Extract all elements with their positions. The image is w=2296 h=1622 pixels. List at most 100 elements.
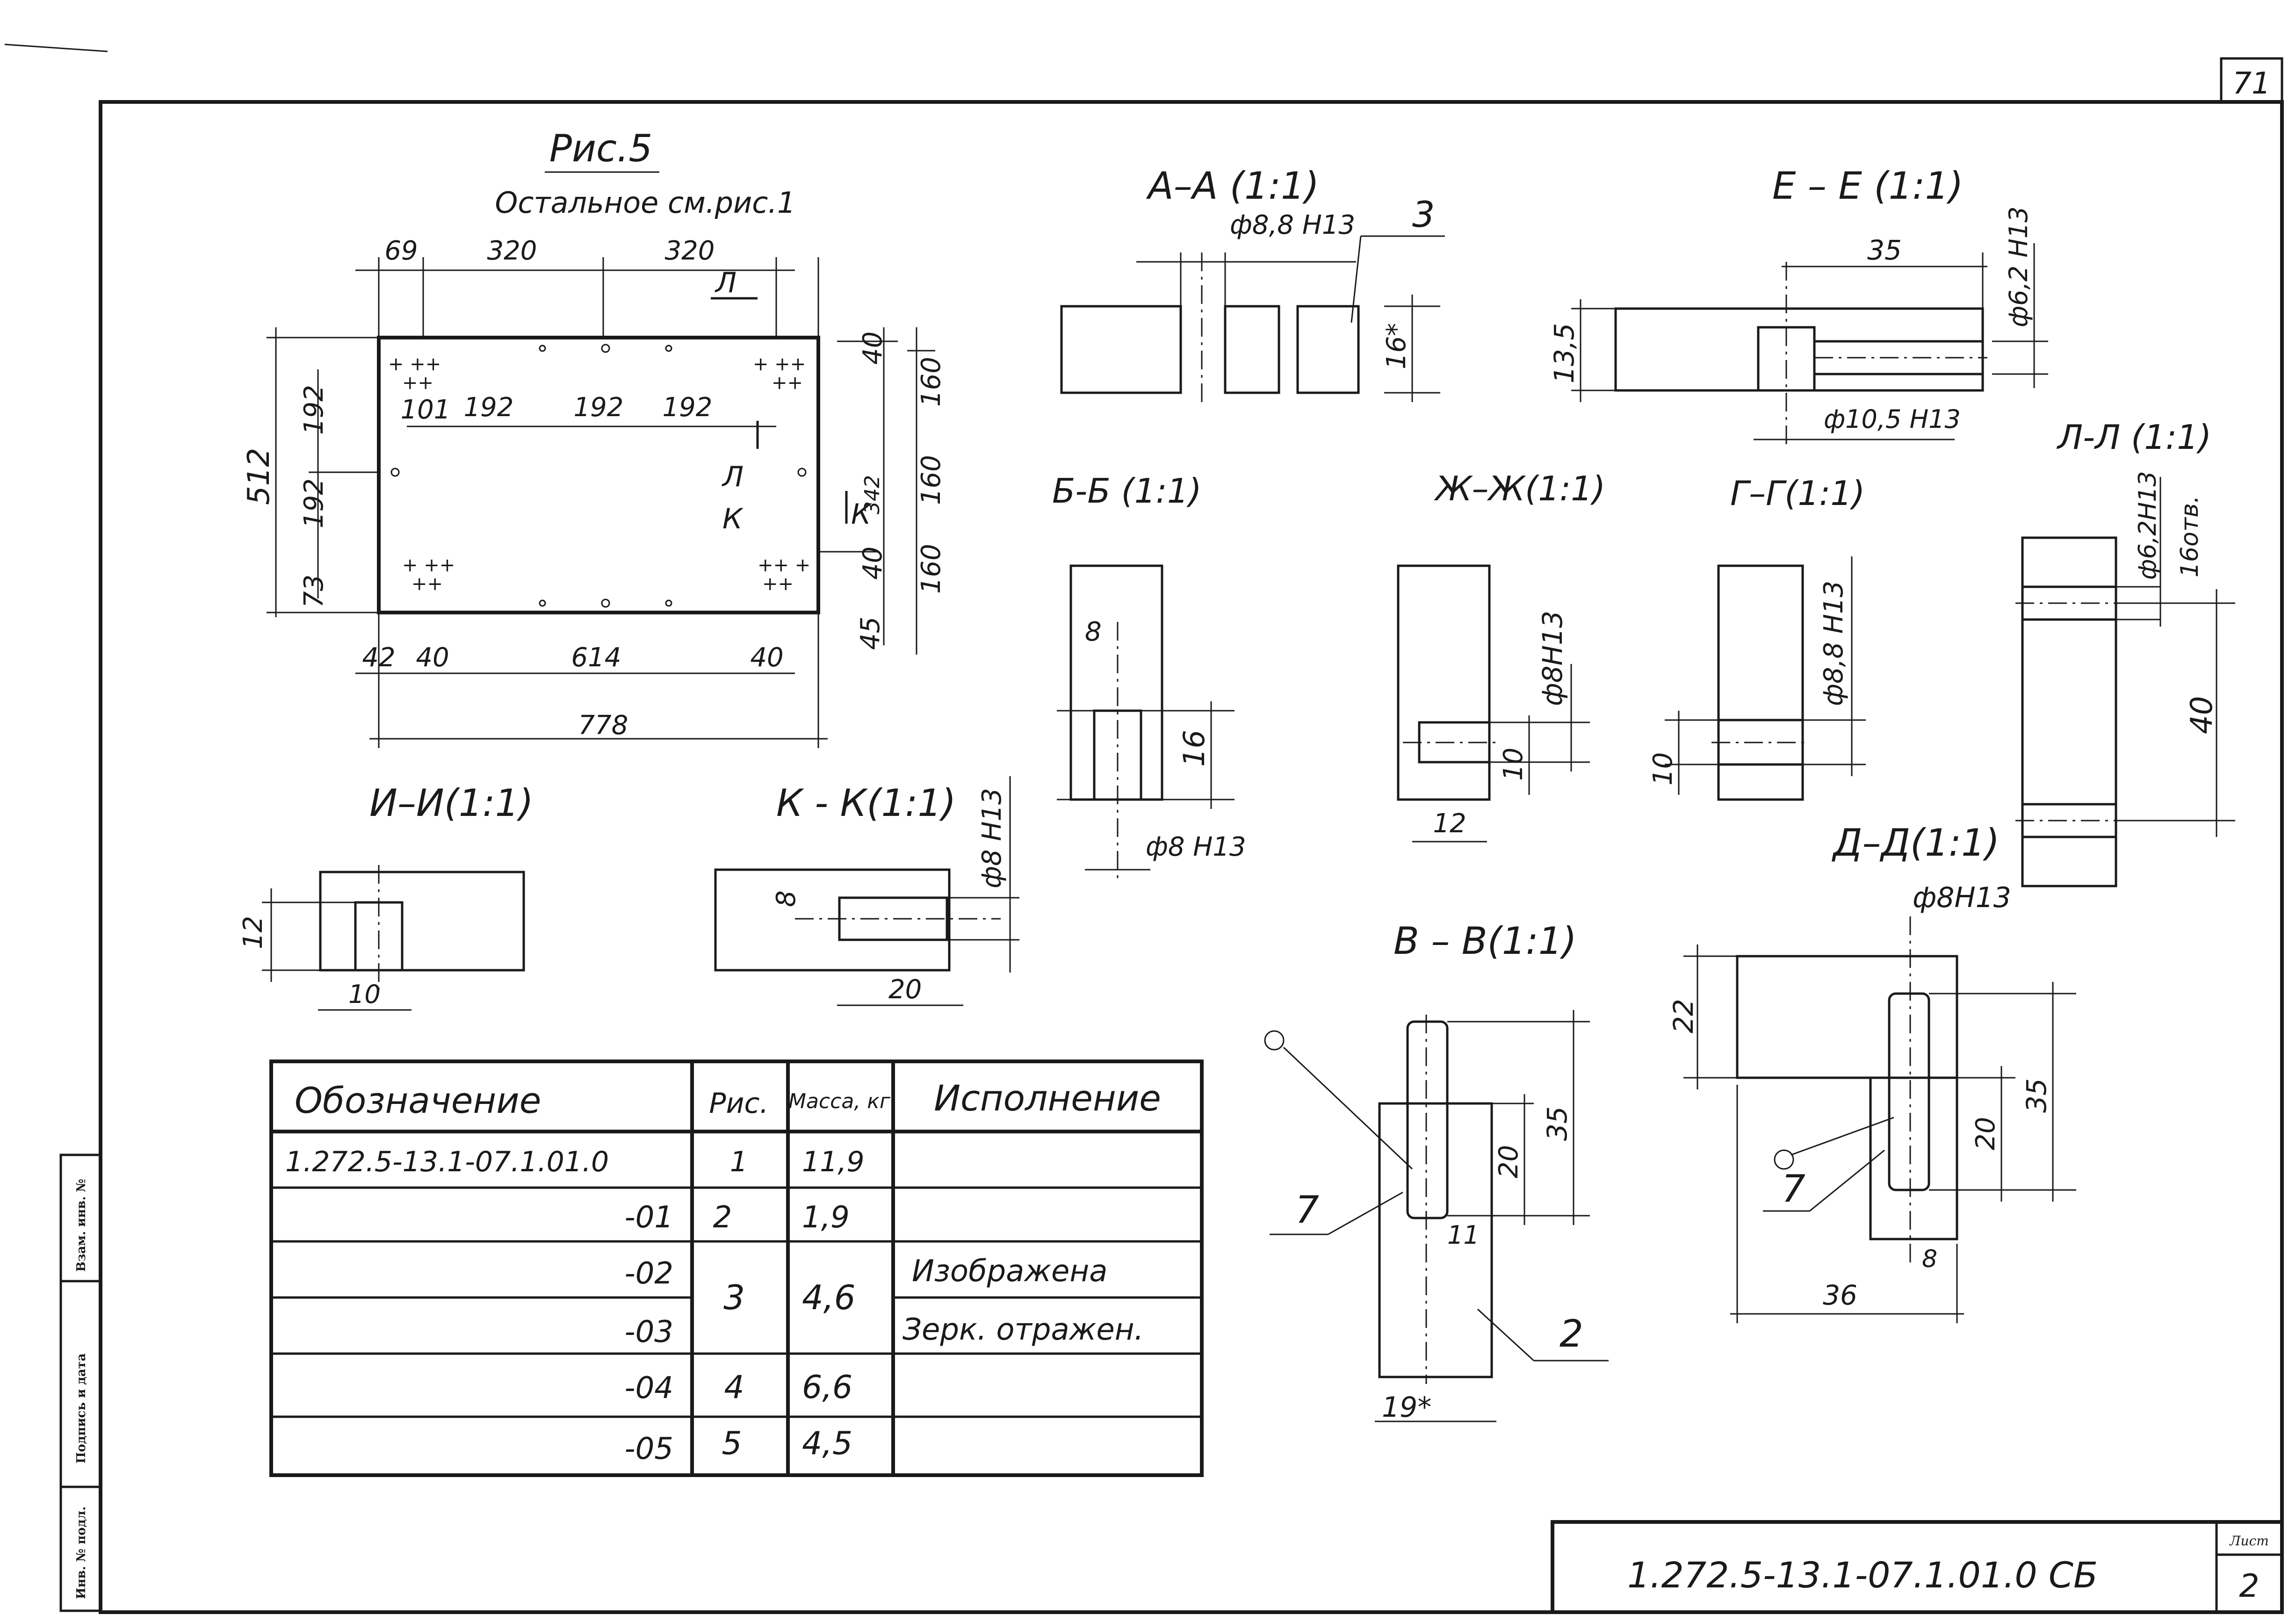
row0-designation: 1.272.5-13.1-07.1.01.0 (285, 1146, 609, 1178)
dim-v512: 512 (242, 448, 276, 505)
dd-title: Д–Д(1:1) (1832, 821, 2000, 865)
dim-b40b: 40 (750, 642, 783, 673)
row4-designation: -04 (624, 1371, 673, 1406)
dim-b614: 614 (571, 642, 621, 673)
th-mass: Масса, кг (788, 1089, 891, 1113)
ii-title: И–И(1:1) (369, 781, 534, 825)
svg-text:++: ++ (412, 573, 443, 595)
dim-320b: 320 (665, 236, 715, 266)
dim-b42: 42 (362, 642, 395, 673)
row1-fig: 2 (713, 1200, 732, 1235)
row4-mass: 6,6 (802, 1369, 852, 1406)
fig5-dim-lines (267, 257, 935, 748)
row4-fig: 4 (724, 1369, 744, 1406)
zhzh-dim2: 10 (1498, 748, 1529, 781)
dd-dim3: 20 (1971, 1117, 2001, 1150)
vv-dim1: 35 (1541, 1106, 1573, 1141)
gg-title: Г–Г(1:1) (1730, 474, 1865, 513)
dd-callout: 7 (1782, 1167, 1805, 1211)
dim-r40a: 40 (858, 332, 888, 365)
section-zhzh: Ж–Ж(1:1) ф8Н13 10 12 (1397, 469, 1605, 843)
dim-r160b: 160 (916, 455, 946, 505)
dim-v192a: 192 (299, 385, 329, 435)
row2-mass: 4,6 (802, 1278, 856, 1317)
dim-192c: 192 (663, 392, 713, 423)
bb-title: Б-Б (1:1) (1052, 471, 1202, 511)
ii-dim1: 12 (238, 916, 268, 949)
dim-b40a: 40 (416, 642, 449, 673)
ll-dim3: 40 (2185, 696, 2219, 734)
dd-dim1: ф8Н13 (1913, 881, 2011, 914)
svg-text:++ +: ++ + (758, 555, 810, 576)
figure-5-plan: Рис.5 Остальное см.рис.1 + ++++ + ++++ +… (242, 127, 946, 748)
row1-designation: -01 (624, 1200, 673, 1235)
vv-callout2: 2 (1560, 1312, 1583, 1355)
dd-dim6: 36 (1823, 1279, 1857, 1311)
aa-title: А–А (1:1) (1146, 164, 1319, 208)
inv-replace-label: Взам. инв. № (74, 1179, 88, 1272)
mark-l2: Л (722, 461, 744, 493)
dd-dim5: 8 (1922, 1245, 1937, 1273)
section-kk: К - К(1:1) 8 ф8 Н13 20 (714, 776, 1019, 1006)
row2-fig: 3 (723, 1278, 745, 1317)
ee-dim2: 13,5 (1548, 323, 1580, 383)
bb-dim1: 8 (1085, 617, 1102, 647)
section-dd: Д–Д(1:1) ф8Н13 22 20 35 8 36 7 (1668, 821, 2076, 1323)
ee-dim3: ф6,2 Н13 (2004, 206, 2033, 327)
row2-designation: -02 (624, 1256, 673, 1291)
dim-101: 101 (401, 395, 451, 425)
section-bb: Б-Б (1:1) 16 8 ф8 Н13 (1052, 471, 1246, 879)
aa-dim2: 16* (1381, 323, 1412, 369)
mark-k1: К (722, 503, 744, 535)
svg-text:+ ++: + ++ (402, 555, 455, 576)
bb-dim2: 16 (1177, 730, 1211, 767)
section-ee: Е – Е (1:1) 35 13,5 ф6,2 Н13 ф10,5 Н13 (1548, 164, 2048, 444)
dim-192a: 192 (464, 392, 514, 423)
dim-r160c: 160 (916, 544, 946, 594)
zhzh-dim1: ф8Н13 (1537, 611, 1568, 706)
section-ll: Л-Л (1:1) ф6,2Н13 16отв. 40 (2015, 418, 2235, 887)
sheet-frame (4, 43, 2284, 1614)
dim-v73: 73 (299, 575, 329, 608)
vv-dim2: 20 (1494, 1145, 1524, 1178)
dim-b778: 778 (578, 710, 628, 741)
kk-dim2: ф8 Н13 (977, 788, 1007, 888)
dim-320a: 320 (487, 236, 537, 266)
kk-dim3: 20 (888, 974, 922, 1005)
specification-table: Обозначение Рис. Масса, кг Исполнение 1.… (269, 1060, 1204, 1477)
dim-69: 69 (384, 236, 418, 266)
bb-dim3: ф8 Н13 (1146, 832, 1246, 862)
svg-text:++: ++ (772, 372, 803, 394)
mark-k2: К (851, 498, 872, 531)
ll-title: Л-Л (1:1) (2056, 418, 2211, 457)
fig5-hole-marks: + ++++ + ++++ + ++++ ++ +++ (388, 353, 810, 595)
sign-date-label: Подпись и дата (74, 1353, 88, 1463)
mark-l1: Л (715, 267, 736, 299)
dd-dim4: 35 (2021, 1078, 2052, 1113)
vv-dim3: 11 (1447, 1220, 1480, 1250)
dd-dim2: 22 (1668, 999, 1699, 1033)
vv-title: В – В(1:1) (1393, 919, 1577, 963)
dim-r342: 342 (860, 475, 884, 514)
svg-text:+ ++: + ++ (388, 353, 441, 375)
th-variant: Исполнение (934, 1077, 1161, 1119)
dim-r45: 45 (855, 617, 886, 650)
svg-text:++: ++ (402, 372, 433, 394)
section-aa: А–А (1:1) ф8,8 Н13 3 16* (1060, 164, 1445, 407)
kk-title: К - К(1:1) (776, 781, 956, 825)
th-designation: Обозначение (295, 1080, 541, 1121)
fig5-subtitle: Остальное см.рис.1 (495, 186, 796, 220)
aa-callout: 3 (1412, 194, 1435, 235)
dim-r40b: 40 (858, 547, 888, 580)
zhzh-dim3: 12 (1433, 808, 1466, 839)
row0-mass: 11,9 (802, 1146, 865, 1178)
row0-fig: 1 (730, 1146, 748, 1178)
row5-fig: 5 (722, 1425, 742, 1462)
svg-text:+ ++: + ++ (753, 353, 806, 375)
row2-variant: Изображена (912, 1254, 1107, 1289)
ll-dim1: ф6,2Н13 (2134, 471, 2162, 580)
sheet-number: 71 (2232, 66, 2270, 101)
side-stamp: Инв. № подл. Подпись и дата Взам. инв. № (59, 1153, 102, 1612)
title-block: 1.272.5-13.1-07.1.01.0 СБ Лист 2 (1551, 1520, 2284, 1614)
